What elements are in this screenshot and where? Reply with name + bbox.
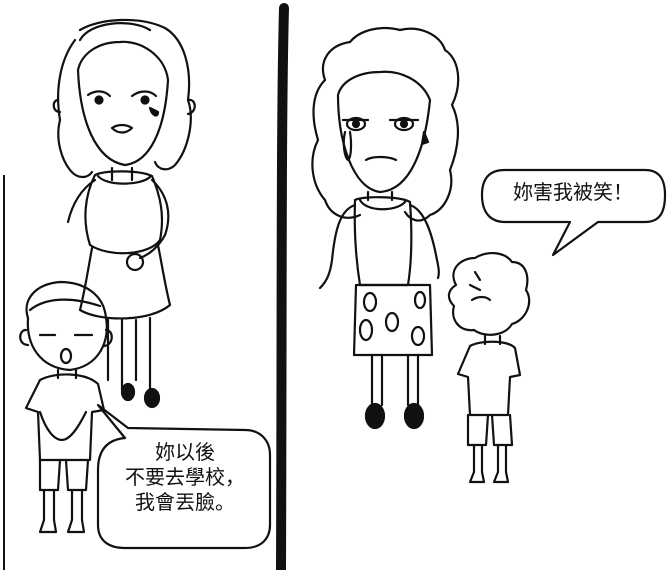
speech-line: 妳害我被笑！ [513, 180, 633, 204]
speech-bubble-right-shape [480, 168, 667, 257]
speech-line: 妳以後 [155, 440, 215, 464]
child-figure-left [19, 280, 113, 534]
speech-bubble-right: 妳害我被笑！ [488, 180, 658, 205]
panel-divider [276, 3, 289, 570]
speech-bubble-left: 妳以後 不要去學校， 我會丟臉。 [105, 440, 265, 515]
speech-bubble-left-shape [96, 403, 272, 550]
speech-line: 不要去學校， [125, 465, 245, 489]
mother-figure-left [52, 18, 196, 409]
child-figure-right [447, 252, 531, 484]
speech-line: 我會丟臉。 [135, 490, 235, 514]
mother-figure-right [311, 26, 460, 430]
